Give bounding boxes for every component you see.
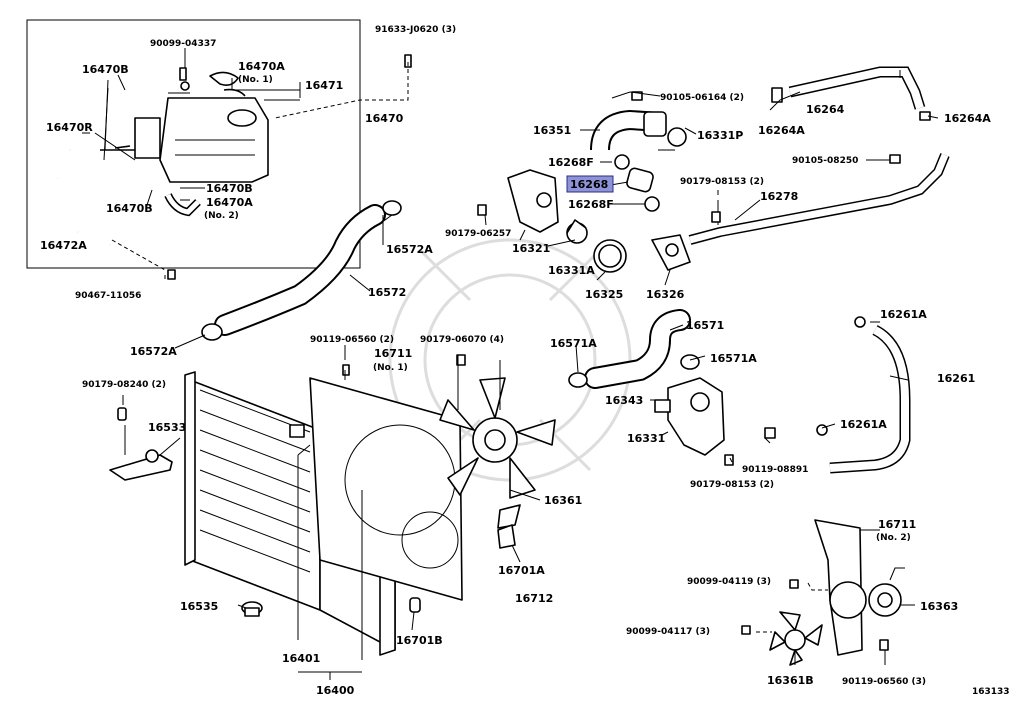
reservoir-inset-frame: [26, 19, 361, 269]
callout-no2-b: (No. 2): [876, 533, 911, 543]
callout-90179-08153-bottom[interactable]: 90179-08153 (2): [690, 480, 774, 490]
callout-90119-06560-bottom[interactable]: 90119-06560 (3): [842, 677, 926, 687]
callout-16470R[interactable]: 16470R: [46, 121, 93, 134]
callout-16572A-top[interactable]: 16572A: [386, 243, 433, 256]
callout-90179-08240[interactable]: 90179-08240 (2): [82, 380, 166, 390]
callout-16533[interactable]: 16533: [148, 421, 186, 434]
reservoir-hoses[interactable]: [55, 87, 201, 246]
callout-16400[interactable]: 16400: [316, 684, 355, 697]
callout-16261[interactable]: 16261: [937, 372, 975, 385]
callout-16572[interactable]: 16572: [368, 286, 406, 299]
callout-16711-bottom[interactable]: 16711: [878, 518, 916, 531]
upper-radiator-hose[interactable]: [201, 200, 402, 341]
callout-16264[interactable]: 16264: [806, 103, 845, 116]
callout-16470B-b1[interactable]: 16470B: [206, 182, 253, 195]
callout-90105-06164[interactable]: 90105-06164 (2): [660, 93, 744, 103]
callout-16326[interactable]: 16326: [646, 288, 685, 301]
callout-16701A[interactable]: 16701A: [498, 564, 545, 577]
callout-16264A-right[interactable]: 16264A: [944, 112, 991, 125]
callout-16351[interactable]: 16351: [533, 124, 571, 137]
part-callout-labels: 90099-04337 16470B 16470A (No. 1) 16471 …: [40, 25, 1010, 697]
callout-16470B-b2[interactable]: 16470B: [106, 202, 153, 215]
callout-16571[interactable]: 16571: [686, 319, 724, 332]
callout-no1-b: (No. 1): [373, 363, 408, 373]
callout-16261A-bottom[interactable]: 16261A: [840, 418, 887, 431]
callout-16572A-bottom[interactable]: 16572A: [130, 345, 177, 358]
callout-16571A-left[interactable]: 16571A: [550, 337, 597, 350]
water-inlet-thermostat-group[interactable]: [507, 169, 691, 273]
oil-cooler-hose[interactable]: [816, 316, 911, 474]
callout-16321[interactable]: 16321: [512, 242, 550, 255]
callout-16470A[interactable]: 16470A: [238, 60, 285, 73]
highlight-box-16268: [566, 175, 614, 193]
callout-16471[interactable]: 16471: [305, 79, 343, 92]
callout-90179-06070[interactable]: 90179-06070 (4): [420, 335, 504, 345]
callout-16361B[interactable]: 16361B: [767, 674, 814, 687]
callout-16470B[interactable]: 16470B: [82, 63, 129, 76]
callout-16571A-right[interactable]: 16571A: [710, 352, 757, 365]
callout-16343[interactable]: 16343: [605, 394, 643, 407]
callout-16472A[interactable]: 16472A: [40, 239, 87, 252]
electric-fan-assembly-no2[interactable]: [769, 519, 905, 666]
callout-16535[interactable]: 16535: [180, 600, 218, 613]
water-inlet-housing[interactable]: [654, 377, 725, 456]
cooling-fan[interactable]: [439, 377, 556, 529]
callout-16268[interactable]: 16268: [570, 178, 608, 191]
callout-16325[interactable]: 16325: [585, 288, 623, 301]
callout-16470A-b[interactable]: 16470A: [206, 196, 253, 209]
callout-90099-04119[interactable]: 90099-04119 (3): [687, 577, 771, 587]
callout-16278[interactable]: 16278: [760, 190, 798, 203]
callout-16701B[interactable]: 16701B: [396, 634, 443, 647]
callout-16401[interactable]: 16401: [282, 652, 320, 665]
callout-16261A-top[interactable]: 16261A: [880, 308, 927, 321]
callout-90179-08153-top[interactable]: 90179-08153 (2): [680, 177, 764, 187]
callout-90119-08891[interactable]: 90119-08891: [742, 465, 808, 475]
callout-16264A-left[interactable]: 16264A: [758, 124, 805, 137]
callout-no2-a: (No. 2): [204, 211, 239, 221]
callout-90467-11056[interactable]: 90467-11056: [75, 291, 141, 301]
callout-16268F-bottom[interactable]: 16268F: [568, 198, 614, 211]
callout-91633-j0620[interactable]: 91633-J0620 (3): [375, 25, 456, 35]
callout-16712[interactable]: 16712: [515, 592, 553, 605]
heater-hose[interactable]: [771, 66, 926, 110]
reservoir-tank[interactable]: [134, 71, 269, 183]
callout-16268F-top[interactable]: 16268F: [548, 156, 594, 169]
fan-shroud[interactable]: [309, 377, 463, 601]
bypass-pipe-group[interactable]: [590, 109, 687, 212]
callout-16470[interactable]: 16470: [365, 112, 404, 125]
callout-no1-a: (No. 1): [238, 75, 273, 85]
callout-16331[interactable]: 16331: [627, 432, 665, 445]
callout-90105-08250[interactable]: 90105-08250: [792, 156, 858, 166]
callout-16331P[interactable]: 16331P: [697, 129, 743, 142]
diagram-id: 163133: [972, 687, 1010, 697]
water-bypass-pipe[interactable]: [688, 153, 950, 245]
callout-16331A[interactable]: 16331A: [548, 264, 595, 277]
leader-lines: [82, 48, 939, 680]
lower-radiator-hose[interactable]: [568, 309, 700, 389]
callout-16363[interactable]: 16363: [920, 600, 958, 613]
small-parts[interactable]: [109, 54, 931, 651]
callout-16361[interactable]: 16361: [544, 494, 582, 507]
callout-90099-04337[interactable]: 90099-04337: [150, 39, 216, 49]
callout-90179-06257[interactable]: 90179-06257: [445, 229, 511, 239]
callout-16711-top[interactable]: 16711: [374, 347, 412, 360]
callout-90119-06560-top[interactable]: 90119-06560 (2): [310, 335, 394, 345]
callout-90099-04117[interactable]: 90099-04117 (3): [626, 627, 710, 637]
